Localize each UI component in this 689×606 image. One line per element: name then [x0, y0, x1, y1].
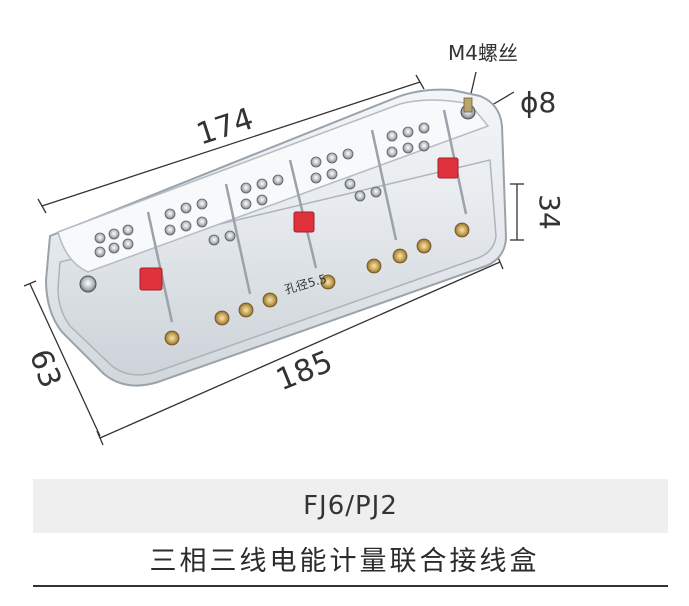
height-label: 34: [533, 194, 566, 230]
red-switch: [139, 267, 163, 291]
product-name: 三相三线电能计量联合接线盒: [149, 545, 540, 577]
model-band: FJ6/PJ2: [33, 479, 668, 533]
terminal-screws: [94, 122, 430, 258]
screw-label: M4螺丝: [448, 41, 518, 65]
bottom-length-line: [99, 261, 501, 439]
red-switch: [437, 157, 459, 179]
depth-line: [29, 283, 101, 437]
mount-screw-left: [79, 275, 97, 293]
top-length-line: [41, 81, 421, 207]
product-photo: 174 185 63 34 ϕ8 M4螺丝 孔径5.5: [22, 41, 566, 446]
red-switches: [139, 157, 459, 291]
diameter-label: ϕ8: [520, 86, 556, 119]
red-switch: [293, 211, 315, 233]
junction-box: [44, 88, 508, 387]
brass-terminals: [164, 222, 470, 346]
box-front-face: [57, 159, 497, 376]
model-code: FJ6/PJ2: [303, 491, 398, 521]
bottom-length-label: 185: [271, 344, 337, 398]
bottom-divider: [33, 585, 668, 587]
top-length-label: 174: [192, 101, 257, 152]
mount-screw-shaft: [463, 97, 473, 113]
